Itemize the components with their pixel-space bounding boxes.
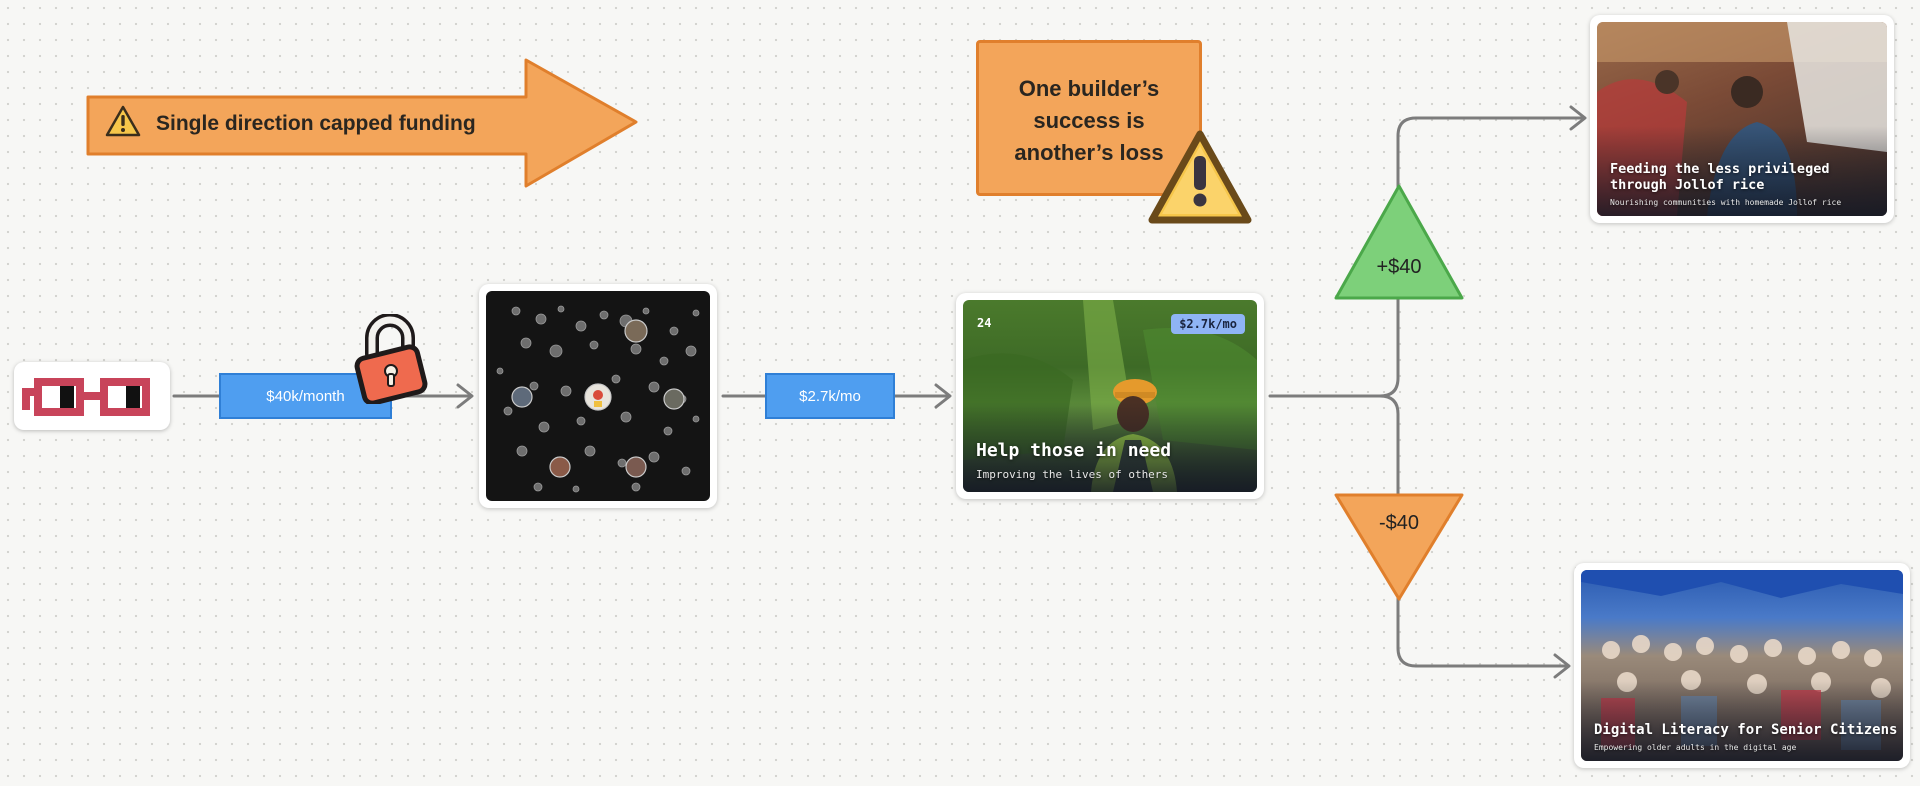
funding-pool-card[interactable] xyxy=(479,284,717,508)
project-title-jollof: Feeding the less privileged through Joll… xyxy=(1610,161,1830,193)
project-title-digital-literacy: Digital Literacy for Senior Citizens xyxy=(1594,722,1898,738)
gain-amount: +$40 xyxy=(1376,256,1422,278)
project-image-help-those: 24 $2.7k/mo Help those in need Improving… xyxy=(963,300,1257,492)
capped-funding-text: Single direction capped funding xyxy=(156,112,476,135)
warning-icon xyxy=(105,105,141,137)
project-description: Improving the lives of others xyxy=(976,468,1169,481)
project-card-jollof[interactable]: Feeding the less privileged through Joll… xyxy=(1590,15,1894,223)
edge-to-bottom-card-arrowhead xyxy=(1553,653,1571,679)
project-card-help-those[interactable]: 24 $2.7k/mo Help those in need Improving… xyxy=(956,293,1264,499)
loss-triangle xyxy=(1334,493,1464,601)
loss-amount: -$40 xyxy=(1378,512,1420,534)
project-count-badge: 24 xyxy=(977,316,992,330)
builder-loss-note: One builder’s success is another’s loss xyxy=(976,40,1202,196)
project-image-jollof: Feeding the less privileged through Joll… xyxy=(1597,22,1887,216)
edge-to-bottom-card xyxy=(1378,394,1569,668)
funding-pool-image xyxy=(486,291,710,501)
warning-icon-large xyxy=(1148,130,1252,224)
project-title: Help those in need xyxy=(976,440,1172,461)
project-description-jollof: Nourishing communities with homemade Jol… xyxy=(1610,198,1842,207)
builder-loss-text: One builder’s success is another’s loss xyxy=(1014,76,1164,165)
project-description-digital-literacy: Empowering older adults in the digital a… xyxy=(1594,743,1797,752)
pool-bubble-map xyxy=(496,305,700,493)
project-card-digital-literacy[interactable]: Digital Literacy for Senior Citizens Emp… xyxy=(1574,563,1910,768)
pool-output-label: $2.7k/mo xyxy=(765,373,895,419)
capped-funding-arrow xyxy=(86,58,638,188)
gain-triangle xyxy=(1334,184,1464,300)
lock-icon xyxy=(354,314,428,404)
project-image-digital-literacy: Digital Literacy for Senior Citizens Emp… xyxy=(1581,570,1903,761)
edge-pool-to-card-arrowhead xyxy=(934,383,952,409)
funding-source-logo[interactable] xyxy=(14,362,170,430)
edge-logo-to-pool-arrowhead xyxy=(456,383,474,409)
project-amount-badge: $2.7k/mo xyxy=(1171,314,1245,334)
edge-to-top-card-arrowhead xyxy=(1569,105,1587,131)
logo-mark xyxy=(22,378,150,416)
